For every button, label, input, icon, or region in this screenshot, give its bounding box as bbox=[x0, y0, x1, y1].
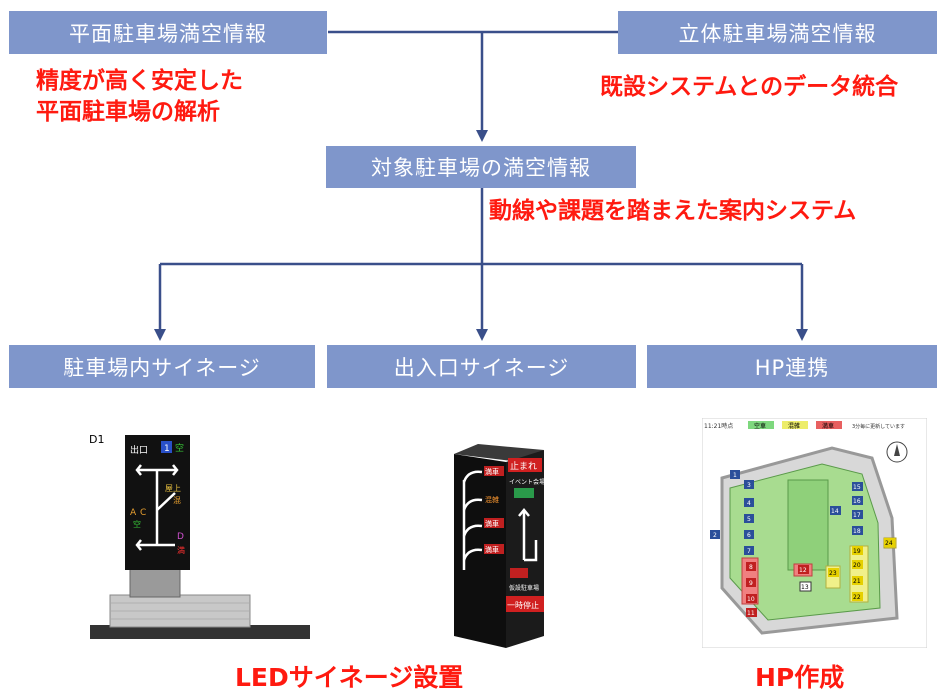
sign1-num: 1 bbox=[164, 444, 170, 454]
sign2-stop: 止まれ bbox=[510, 460, 537, 472]
hp-lot-7: 7 bbox=[747, 548, 751, 555]
hp-lot-11: 11 bbox=[747, 610, 755, 617]
hp-lot-12: 12 bbox=[799, 567, 807, 574]
hp-lot-9: 9 bbox=[749, 580, 753, 587]
sign1-kuu: 空 bbox=[175, 442, 184, 454]
hp-lot-18: 18 bbox=[853, 528, 861, 535]
guidance-note: 動線や課題を踏まえた案内システム bbox=[489, 198, 857, 224]
hp-lot-2: 2 bbox=[713, 532, 717, 539]
hp-lot-3: 3 bbox=[747, 482, 751, 489]
hp-lot-10: 10 bbox=[747, 596, 755, 603]
target-parking-box: 対象駐車場の満空情報 bbox=[326, 146, 636, 188]
sign1-kuu-2: 空 bbox=[133, 519, 141, 529]
hp-lot-17: 17 bbox=[853, 512, 861, 519]
sign1-d: D bbox=[177, 532, 184, 542]
hp-lot-6: 6 bbox=[747, 532, 751, 539]
hp-lot-15: 15 bbox=[853, 484, 861, 491]
sign1-c: C bbox=[140, 508, 146, 518]
sign1-upper: 屋上 bbox=[165, 484, 181, 493]
hp-lot-4: 4 bbox=[747, 500, 751, 507]
entrance-signage-illustration: 満車 混雑 満車 満車 止まれ イベント会場 仮設駐車場 一時停止 bbox=[454, 444, 545, 648]
sign2-full-3: 満車 bbox=[485, 545, 499, 554]
hp-map-illustration: 11:21時点 空車 混雑 満車 3分毎に更新しています 1 2 3 4 5 6… bbox=[702, 418, 927, 648]
hp-legend-full: 満車 bbox=[822, 422, 834, 430]
sign2-pause: 一時停止 bbox=[507, 600, 539, 610]
hp-lot-5: 5 bbox=[747, 516, 751, 523]
hp-lot-22: 22 bbox=[853, 594, 861, 601]
compass-icon bbox=[886, 441, 908, 463]
sign2-event: イベント会場 bbox=[509, 478, 545, 486]
hp-lot-1: 1 bbox=[733, 472, 737, 479]
hp-create-note: HP作成 bbox=[755, 663, 845, 692]
hp-lot-24: 24 bbox=[885, 540, 893, 547]
sign2-full-2: 満車 bbox=[485, 519, 499, 528]
sign2-busy: 混雑 bbox=[485, 495, 499, 504]
hp-legend-empty: 空車 bbox=[754, 422, 766, 430]
flat-analysis-note: 精度が高く安定した 平面駐車場の解析 bbox=[36, 66, 243, 128]
entrance-signage-box: 出入口サイネージ bbox=[327, 345, 636, 388]
sign1-num-badge bbox=[161, 441, 172, 453]
multilevel-parking-box: 立体駐車場満空情報 bbox=[618, 11, 937, 54]
sign1-exit: 出口 bbox=[130, 444, 148, 456]
sign2-temp: 仮設駐車場 bbox=[509, 584, 539, 592]
flat-analysis-line1: 精度が高く安定した bbox=[36, 68, 243, 94]
hp-legend-mix: 混雑 bbox=[788, 422, 800, 430]
hp-note: 3分毎に更新しています bbox=[852, 423, 905, 430]
sign1-full: 満 bbox=[177, 546, 185, 555]
hp-link-box: HP連携 bbox=[647, 345, 937, 388]
sign2-full-1: 満車 bbox=[485, 467, 499, 476]
hp-lot-23: 23 bbox=[829, 570, 837, 577]
sign-pole bbox=[129, 564, 181, 598]
hp-lot-20: 20 bbox=[853, 562, 861, 569]
led-install-note: LEDサイネージ設置 bbox=[235, 663, 464, 692]
hp-time: 11:21時点 bbox=[704, 422, 733, 430]
hp-lot-14: 14 bbox=[831, 508, 839, 515]
sign1-mix: 混 bbox=[173, 496, 181, 505]
flat-analysis-line2: 平面駐車場の解析 bbox=[36, 99, 220, 125]
flat-parking-box: 平面駐車場満空情報 bbox=[9, 11, 327, 54]
hp-lot-8: 8 bbox=[749, 564, 753, 571]
inside-signage-illustration: D1 出口 1 空 屋上 混 A C 空 D 満 bbox=[89, 433, 310, 639]
hp-lot-19: 19 bbox=[853, 548, 861, 555]
hp-lot-21: 21 bbox=[853, 578, 861, 585]
sign1-id: D1 bbox=[89, 433, 104, 446]
integration-note: 既設システムとのデータ統合 bbox=[600, 74, 899, 100]
sign1-a: A bbox=[130, 508, 137, 518]
inside-signage-box: 駐車場内サイネージ bbox=[9, 345, 315, 388]
ground-strip bbox=[90, 625, 310, 639]
hp-lot-16: 16 bbox=[853, 498, 861, 505]
hp-lot-13: 13 bbox=[801, 584, 809, 591]
hp-lot-labels: 1 2 3 4 5 6 7 8 9 10 11 12 13 14 15 16 1… bbox=[710, 470, 895, 617]
